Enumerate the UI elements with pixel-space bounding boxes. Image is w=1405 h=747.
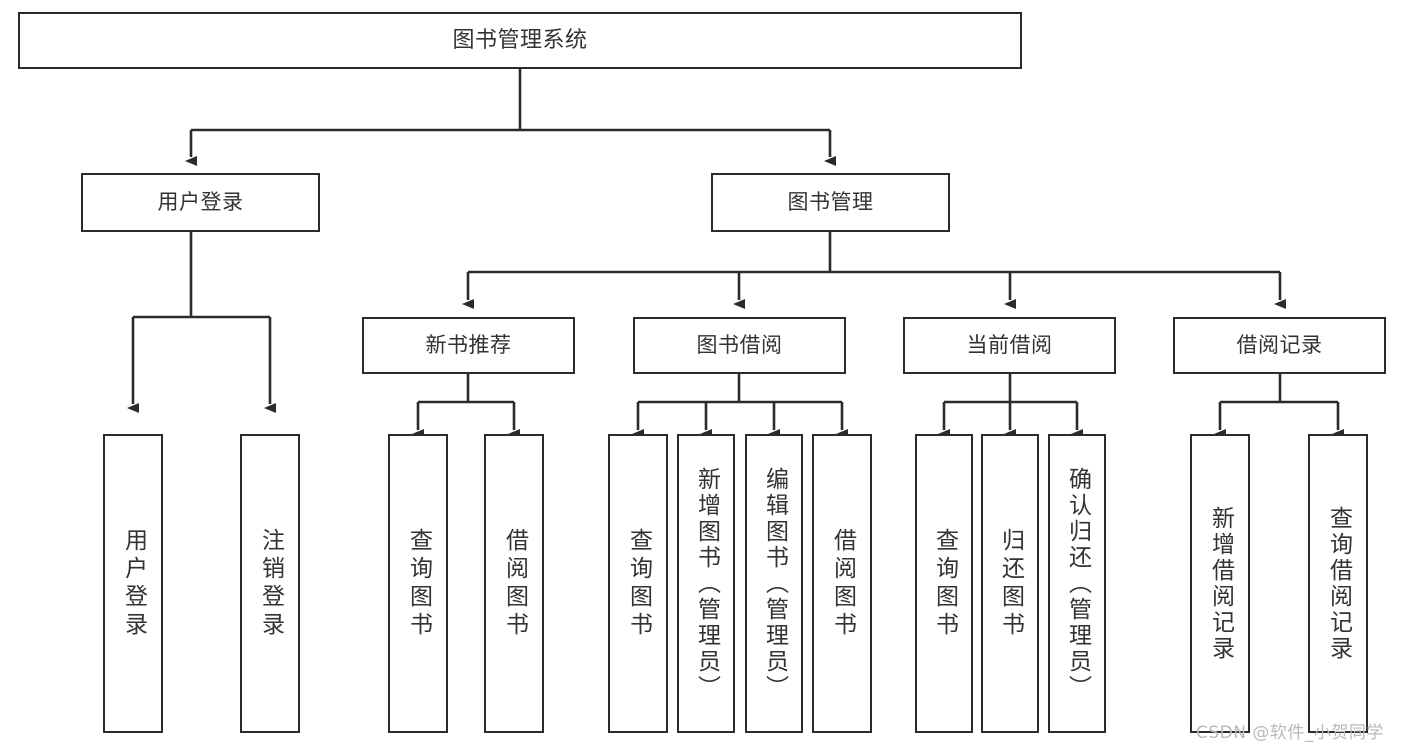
node-book-management[interactable]: 图书管理 [711, 173, 950, 232]
node-leaf-borrow-book-recommend[interactable]: 借阅图书 [484, 434, 544, 733]
node-label: 用户登录 [157, 190, 244, 215]
node-leaf-query-book-current[interactable]: 查询图书 [915, 434, 973, 733]
node-leaf-query-book-recommend[interactable]: 查询图书 [388, 434, 448, 733]
node-label: 借阅图书 [829, 527, 856, 640]
node-label: 新书推荐 [425, 333, 512, 358]
node-leaf-return-book[interactable]: 归还图书 [981, 434, 1039, 733]
node-leaf-borrow-book[interactable]: 借阅图书 [812, 434, 872, 733]
node-leaf-confirm-return-admin[interactable]: 确认归还（管理员） [1048, 434, 1106, 733]
node-borrow-record[interactable]: 借阅记录 [1173, 317, 1386, 374]
node-leaf-add-borrow-record[interactable]: 新增借阅记录 [1190, 434, 1250, 733]
node-label: 查询图书 [931, 527, 958, 640]
node-leaf-query-borrow-record[interactable]: 查询借阅记录 [1308, 434, 1368, 733]
node-label: 图书借阅 [696, 333, 783, 358]
node-label: 查询图书 [405, 527, 432, 640]
node-leaf-add-book-admin[interactable]: 新增图书（管理员） [677, 434, 735, 733]
node-label: 图书管理 [787, 190, 874, 215]
node-label: 归还图书 [997, 527, 1024, 640]
node-user-login[interactable]: 用户登录 [81, 173, 320, 232]
node-root-system[interactable]: 图书管理系统 [18, 12, 1022, 69]
node-label: 借阅图书 [501, 527, 528, 640]
node-label: 新增借阅记录 [1207, 505, 1234, 662]
node-leaf-query-book-borrow[interactable]: 查询图书 [608, 434, 668, 733]
node-label: 编辑图书（管理员） [761, 466, 788, 701]
node-new-book-recommend[interactable]: 新书推荐 [362, 317, 575, 374]
node-label: 用户登录 [120, 527, 147, 640]
node-label: 确认归还（管理员） [1064, 466, 1091, 701]
node-book-borrow[interactable]: 图书借阅 [633, 317, 846, 374]
node-leaf-logout[interactable]: 注销登录 [240, 434, 300, 733]
node-label: 查询借阅记录 [1325, 505, 1352, 662]
node-label: 当前借阅 [966, 333, 1053, 358]
node-leaf-user-login[interactable]: 用户登录 [103, 434, 163, 733]
csdn-watermark: CSDN @软件_小贺同学 [1196, 723, 1384, 743]
node-label: 借阅记录 [1236, 333, 1323, 358]
node-leaf-edit-book-admin[interactable]: 编辑图书（管理员） [745, 434, 803, 733]
node-label: 图书管理系统 [452, 27, 588, 53]
node-label: 新增图书（管理员） [693, 466, 720, 701]
node-label: 注销登录 [257, 527, 284, 640]
node-label: 查询图书 [625, 527, 652, 640]
node-current-borrow[interactable]: 当前借阅 [903, 317, 1116, 374]
